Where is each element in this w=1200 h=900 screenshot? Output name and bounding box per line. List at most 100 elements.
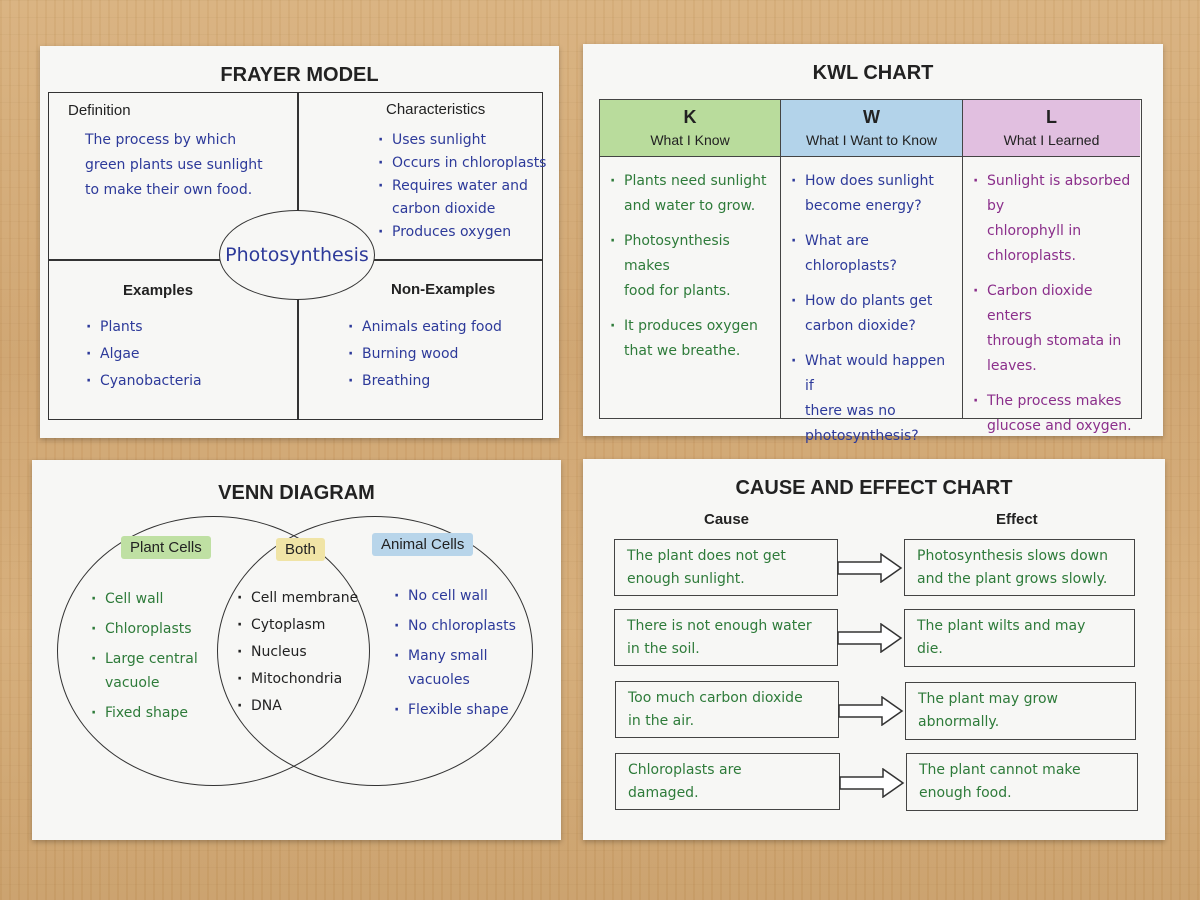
kwl-item-line: It produces oxygen xyxy=(624,318,758,334)
frayer-examples-label: Examples xyxy=(123,282,194,299)
venn-item-line: No chloroplasts xyxy=(408,618,516,634)
ce-line: The plant cannot make xyxy=(919,762,1081,778)
venn-item: Fixed shape xyxy=(91,701,198,725)
ce-line: Too much carbon dioxide xyxy=(628,690,803,706)
ce-effect-header: Effect xyxy=(996,511,1038,528)
kwl-item-line: glucose and oxygen. xyxy=(987,418,1132,434)
ce-line: abnormally. xyxy=(918,714,1000,730)
definition-line: green plants use sunlight xyxy=(85,157,263,173)
venn-item-line: vacuole xyxy=(105,675,160,691)
venn-item-line: Many small xyxy=(408,648,488,664)
kwl-title: KWL CHART xyxy=(812,62,934,84)
kwl-item-line: leaves. xyxy=(987,358,1037,374)
frayer-examples-list: Plants Algae Cyanobacteria xyxy=(86,314,202,395)
kwl-item-line: Photosynthesis makes xyxy=(624,233,730,274)
ce-line: Photosynthesis slows down xyxy=(917,548,1109,564)
example-item: Plants xyxy=(86,314,202,341)
venn-item-line: vacuoles xyxy=(408,672,470,688)
kwl-chart-sheet: KWL CHART K What I Know Plants need sunl… xyxy=(583,44,1163,444)
frayer-frame xyxy=(48,92,543,420)
ce-cause-box: The plant does not get enough sunlight. xyxy=(614,539,838,596)
venn-item-line: Cell wall xyxy=(105,591,164,607)
ce-line: and the plant grows slowly. xyxy=(917,571,1108,587)
ce-line: The plant wilts and may xyxy=(917,618,1086,634)
characteristic-item: Requires water and xyxy=(378,175,546,198)
kwl-item-line: How do plants get xyxy=(805,293,933,309)
frayer-center-oval: Photosynthesis xyxy=(219,210,375,300)
kwl-item-line: How does sunlight xyxy=(805,173,934,189)
venn-item: Cell wall xyxy=(91,587,198,611)
venn-left-list: Cell wall Chloroplasts Large centralvacu… xyxy=(91,587,198,725)
kwl-item: Sunlight is absorbed by chlorophyll in chl… xyxy=(973,169,1132,269)
kwl-letter: K xyxy=(683,107,697,127)
characteristic-item-continued: carbon dioxide xyxy=(378,198,546,221)
non-example-item: Breathing xyxy=(348,368,502,395)
kwl-subtitle: What I Want to Know xyxy=(806,132,937,148)
kwl-header-w: W What I Want to Know xyxy=(781,100,962,157)
venn-item: No chloroplasts xyxy=(394,614,516,638)
ce-line: The plant may grow xyxy=(918,691,1058,707)
kwl-item-line: there was no xyxy=(805,403,896,419)
kwl-item-line: What would happen if xyxy=(805,353,946,394)
ce-line: Chloroplasts are xyxy=(628,762,742,778)
kwl-item-line: Plants need sunlight xyxy=(624,173,767,189)
venn-item: DNA xyxy=(237,693,358,720)
venn-item: Mitochondria xyxy=(237,666,358,693)
venn-item-line: Flexible shape xyxy=(408,702,509,718)
ce-effect-box: Photosynthesis slows down and the plant … xyxy=(904,539,1135,596)
kwl-header-l: L What I Learned xyxy=(963,100,1140,157)
kwl-letter: L xyxy=(1046,107,1057,127)
kwl-item: The process makes glucose and oxygen. xyxy=(973,389,1132,439)
ce-line: in the air. xyxy=(628,713,695,729)
kwl-item-line: photosynthesis? xyxy=(805,428,919,444)
frayer-characteristics-list: Uses sunlight Occurs in chloroplasts Req… xyxy=(378,129,546,244)
frayer-model-sheet: FRAYER MODEL Definition The process by w… xyxy=(40,46,559,438)
venn-right-label: Animal Cells xyxy=(372,533,474,556)
kwl-body-l: Sunlight is absorbed by chlorophyll in chl… xyxy=(963,157,1140,439)
ce-arrow-icon xyxy=(837,623,903,653)
kwl-item: What would happen if there was no photosyn… xyxy=(791,349,954,449)
kwl-item-line: The process makes xyxy=(987,393,1122,409)
example-item: Cyanobacteria xyxy=(86,368,202,395)
characteristic-continuation: carbon dioxide xyxy=(392,201,496,217)
venn-both-list: Cell membrane Cytoplasm Nucleus Mitochon… xyxy=(237,585,358,720)
ce-line: enough food. xyxy=(919,785,1012,801)
venn-item: Many small vacuoles xyxy=(394,644,516,692)
kwl-item: How do plants get carbon dioxide? xyxy=(791,289,954,339)
kwl-item-line: chloroplasts. xyxy=(987,248,1076,264)
venn-item: Chloroplasts xyxy=(91,617,198,641)
ce-cause-box: Chloroplasts are damaged. xyxy=(615,753,840,810)
venn-item: No cell wall xyxy=(394,584,516,608)
kwl-item-line: carbon dioxide? xyxy=(805,318,916,334)
venn-item-line: Chloroplasts xyxy=(105,621,192,637)
ce-cause-header: Cause xyxy=(704,511,750,528)
kwl-item-line: become energy? xyxy=(805,198,922,214)
kwl-item: What are chloroplasts? xyxy=(791,229,954,279)
kwl-item: It produces oxygen that we breathe. xyxy=(610,314,772,364)
frayer-non-examples-list: Animals eating food Burning wood Breathi… xyxy=(348,314,502,395)
ce-arrow-icon xyxy=(839,768,905,798)
venn-left-label: Plant Cells xyxy=(121,536,211,559)
ce-cause-box: Too much carbon dioxide in the air. xyxy=(615,681,839,738)
frayer-characteristics-label: Characteristics xyxy=(386,101,486,118)
ce-line: damaged. xyxy=(628,785,699,801)
definition-line: to make their own food. xyxy=(85,182,253,198)
kwl-item-line: Sunlight is absorbed by xyxy=(987,173,1131,214)
ce-cause-box: There is not enough water in the soil. xyxy=(614,609,838,666)
kwl-item-line: food for plants. xyxy=(624,283,731,299)
kwl-item-line: chlorophyll in xyxy=(987,223,1082,239)
kwl-header-k: K What I Know xyxy=(600,100,780,157)
kwl-item-line: What are chloroplasts? xyxy=(805,233,897,274)
kwl-item-line: through stomata in xyxy=(987,333,1122,349)
venn-right-circle xyxy=(217,516,533,786)
ce-line: in the soil. xyxy=(627,641,700,657)
venn-item: Nucleus xyxy=(237,639,358,666)
kwl-item-line: that we breathe. xyxy=(624,343,741,359)
kwl-subtitle: What I Know xyxy=(650,132,730,148)
kwl-letter: W xyxy=(863,107,880,127)
